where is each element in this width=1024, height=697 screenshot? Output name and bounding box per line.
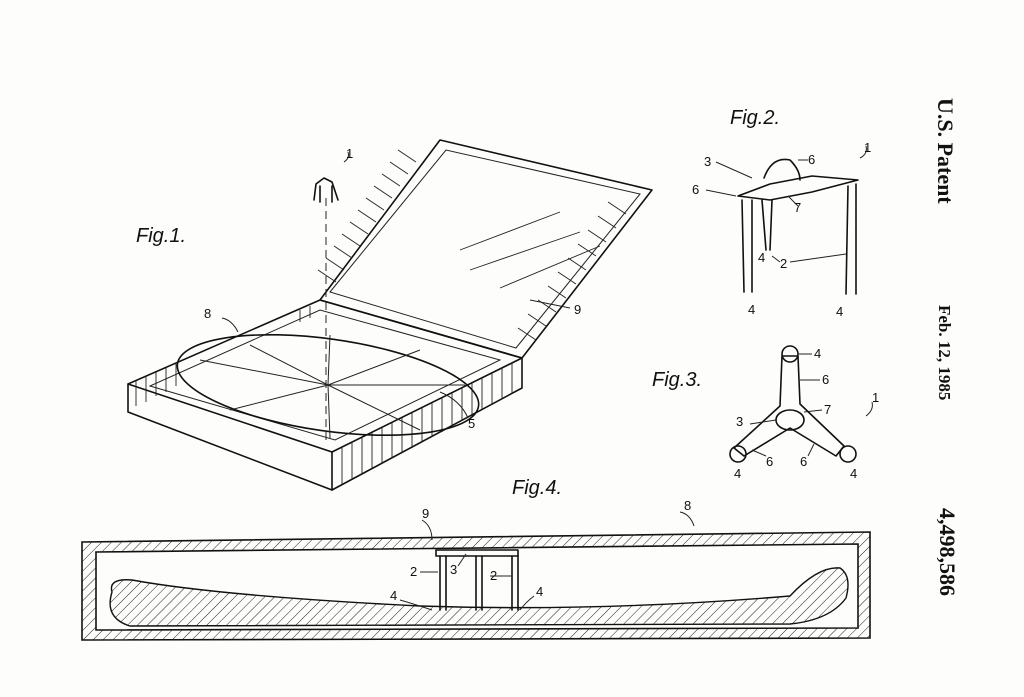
fig2-ref-2: 2 (780, 256, 787, 271)
fig1-ref-1: 1 (346, 146, 353, 161)
fig2-ref-6b: 6 (692, 182, 699, 197)
fig4-ref-9: 9 (422, 506, 429, 521)
fig3-ref-3: 3 (736, 414, 743, 429)
fig1-pizza-box: 1 8 9 5 (127, 139, 653, 491)
fig3-ref-4a: 4 (814, 346, 821, 361)
fig4-cross-section: 9 8 2 3 2 4 4 (81, 498, 871, 641)
fig2-support-stand: 1 3 6 6 7 2 4 4 4 (692, 140, 871, 319)
fig1-ref-9: 9 (574, 302, 581, 317)
fig4-ref-2b: 2 (490, 568, 497, 583)
fig4-ref-2a: 2 (410, 564, 417, 579)
fig4-ref-4b: 4 (536, 584, 543, 599)
fig2-label: Fig.2. (730, 107, 780, 129)
fig4-label: Fig.4. (512, 477, 562, 499)
fig3-label: Fig.3. (652, 369, 702, 391)
fig3-ref-1: 1 (872, 390, 879, 405)
fig3-ref-6a: 6 (822, 372, 829, 387)
fig4-ref-4a: 4 (390, 588, 397, 603)
fig1-ref-5: 5 (468, 416, 475, 431)
fig3-ref-6b: 6 (766, 454, 773, 469)
fig4-ref-8: 8 (684, 498, 691, 513)
fig1-label: Fig.1. (136, 225, 186, 247)
fig3-ref-7: 7 (824, 402, 831, 417)
fig2-ref-7: 7 (794, 200, 801, 215)
fig2-ref-4b: 4 (748, 302, 755, 317)
fig2-ref-3: 3 (704, 154, 711, 169)
fig2-ref-4a: 4 (758, 250, 765, 265)
fig3-ref-4b: 4 (734, 466, 741, 481)
fig2-ref-6a: 6 (808, 152, 815, 167)
fig1-ref-8: 8 (204, 306, 211, 321)
fig3-stand-plan: 4 6 7 1 3 6 6 4 4 (729, 345, 879, 481)
fig3-ref-4c: 4 (850, 466, 857, 481)
fig4-ref-3: 3 (450, 562, 457, 577)
fig2-ref-4c: 4 (836, 304, 843, 319)
fig3-ref-6c: 6 (800, 454, 807, 469)
fig2-ref-1: 1 (864, 140, 871, 155)
